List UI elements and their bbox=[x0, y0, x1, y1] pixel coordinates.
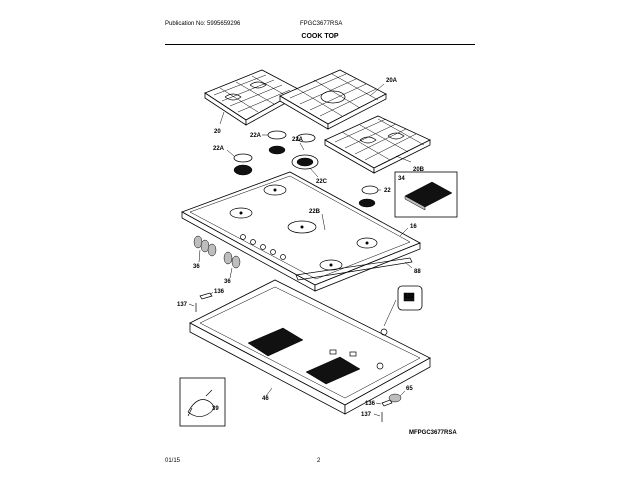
grate-center bbox=[279, 69, 387, 130]
page-title: COOK TOP bbox=[301, 33, 339, 40]
callout-34: 34 bbox=[398, 176, 405, 182]
footer-date: 01/15 bbox=[165, 458, 181, 464]
callout-39: 39 bbox=[212, 406, 219, 412]
publication-number: Publication No: 5995659296 bbox=[165, 21, 241, 27]
callout-137-1: 137 bbox=[177, 302, 188, 308]
griddle-inset bbox=[394, 171, 458, 218]
model-number: FPGC3677RSA bbox=[300, 21, 343, 27]
grate-right bbox=[324, 115, 431, 174]
callout-136-1: 136 bbox=[214, 289, 225, 295]
callout-20b: 20B bbox=[413, 167, 425, 173]
callout-65: 65 bbox=[406, 386, 413, 392]
callout-20a: 20A bbox=[386, 78, 398, 84]
small-parts bbox=[179, 285, 423, 427]
callout-20: 20 bbox=[214, 129, 221, 135]
callout-labels: 20 20A 20B 22A 22A 22A 22C 22B 22 34 16 … bbox=[177, 78, 457, 436]
callout-137-2: 137 bbox=[361, 412, 372, 418]
callout-22: 22 bbox=[384, 188, 391, 194]
control-knobs bbox=[193, 235, 241, 269]
cooktop-surface bbox=[181, 171, 421, 292]
leader-lines bbox=[188, 83, 413, 417]
callout-22b: 22B bbox=[309, 209, 321, 215]
header-rule bbox=[165, 44, 475, 45]
diagram-id: MFPGC3677RSA bbox=[409, 430, 457, 436]
page-number: 2 bbox=[317, 458, 321, 464]
burner-box bbox=[189, 279, 431, 415]
callout-136-2: 136 bbox=[365, 401, 376, 407]
callout-46: 46 bbox=[262, 396, 269, 402]
callout-22a-1: 22A bbox=[250, 133, 262, 139]
callout-88: 88 bbox=[414, 269, 421, 275]
callout-22a-3: 22A bbox=[292, 137, 304, 143]
callout-36-2: 36 bbox=[224, 279, 231, 285]
callout-22c: 22C bbox=[316, 179, 328, 185]
callout-132: 132 bbox=[404, 294, 415, 300]
callout-16: 16 bbox=[410, 224, 417, 230]
callout-22a-2: 22A bbox=[213, 146, 225, 152]
callout-36-1: 36 bbox=[193, 264, 200, 270]
